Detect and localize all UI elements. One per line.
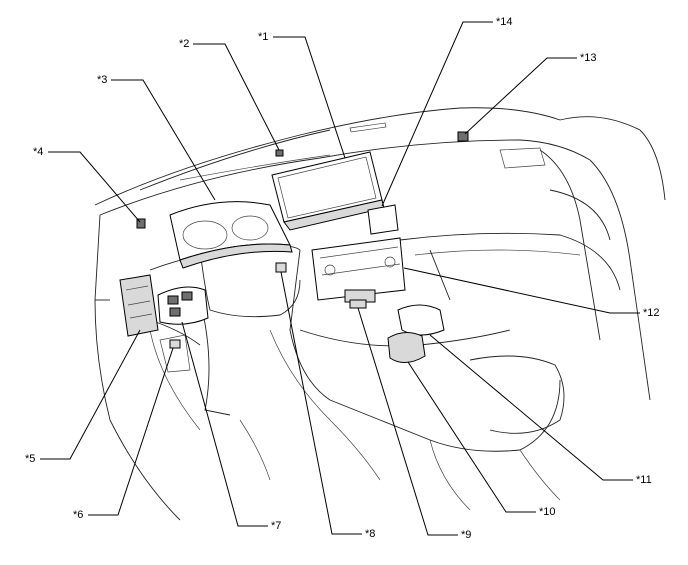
dash-sensor	[275, 149, 284, 157]
callout-6: *6	[73, 509, 84, 521]
callout-13: *13	[580, 52, 597, 64]
upper-right-sensor	[457, 131, 469, 142]
callout-7: *7	[271, 520, 282, 532]
steering-switch-left	[119, 274, 159, 337]
lower-bracket	[349, 299, 367, 309]
combination-meter	[169, 201, 293, 269]
callout-9: *9	[461, 529, 472, 541]
callout-12: *12	[643, 307, 660, 319]
callout-11: *11	[636, 474, 652, 486]
remote-controller	[387, 332, 426, 363]
callout-8: *8	[365, 528, 376, 540]
callout-3: *3	[97, 74, 108, 86]
shift-lever	[397, 304, 445, 336]
steering-pad-switch	[157, 286, 209, 325]
callout-10: *10	[539, 506, 556, 518]
center-switch	[275, 262, 287, 273]
leader-lines	[40, 21, 640, 536]
left-pillar-sensor	[136, 218, 146, 229]
interior-outline	[94, 107, 666, 521]
center-control-panel	[311, 237, 406, 303]
callout-5: *5	[25, 453, 36, 465]
display-unit	[271, 151, 385, 231]
upper-center-unit	[367, 204, 399, 235]
callout-14: *14	[496, 16, 513, 28]
callout-4: *4	[33, 146, 44, 158]
callout-2: *2	[179, 38, 190, 50]
lower-connector	[169, 339, 181, 349]
callout-1: *1	[258, 31, 269, 43]
